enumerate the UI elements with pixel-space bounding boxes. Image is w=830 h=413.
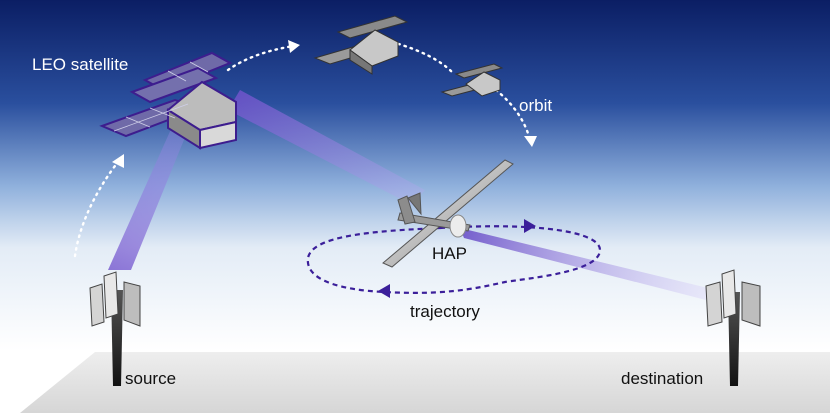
hap-tail: [397, 195, 416, 225]
satellite3-panel-back: [454, 63, 504, 79]
source-antenna-right: [123, 281, 141, 327]
satellite2-panel-back: [336, 15, 409, 39]
trajectory-arrow-right: [524, 219, 536, 233]
leo-satellite-main: [99, 51, 237, 150]
destination-antenna-right: [741, 281, 761, 327]
leo-satellite-3: [440, 63, 504, 97]
source-antenna-left: [89, 283, 105, 327]
destination-antenna-center: [721, 269, 737, 319]
orbit-label: orbit: [519, 96, 553, 115]
hap-aircraft: [382, 159, 514, 268]
hap-label: HAP: [432, 244, 467, 263]
satellite2-body-side: [349, 49, 373, 75]
trajectory-arrow-left: [378, 284, 390, 298]
source-ground-station: [89, 271, 141, 386]
hap-fin: [407, 192, 422, 216]
satellite3-body: [465, 71, 501, 97]
orbit-arrow-down: [524, 136, 537, 147]
trajectory-label: trajectory: [410, 302, 480, 321]
leo-satellite-label: LEO satellite: [32, 55, 129, 74]
satellite-body-front: [199, 120, 237, 150]
leo-satellite-2: [313, 15, 409, 75]
destination-ground-station: [705, 269, 761, 386]
orbit-arrow-right: [288, 40, 300, 53]
beam-hap-to-destination: [460, 228, 708, 300]
satellite-panel-grid: [113, 61, 209, 132]
satellite-panel-mid: [129, 66, 219, 104]
hap-propeller: [449, 214, 467, 238]
ground-plane: [20, 352, 830, 413]
destination-antenna-left: [705, 281, 723, 327]
beam-source-to-satellite: [108, 118, 190, 270]
orbit-arrow-up: [112, 154, 124, 168]
hap-wing: [382, 159, 514, 268]
beam-satellite-to-hap: [228, 90, 425, 205]
source-antenna-center: [103, 271, 119, 319]
orbit-path: [73, 40, 532, 258]
orbit-arrowheads: [112, 40, 537, 168]
destination-label: destination: [621, 369, 704, 388]
hap-trajectory-path: [306, 225, 602, 294]
source-label: source: [125, 369, 177, 388]
